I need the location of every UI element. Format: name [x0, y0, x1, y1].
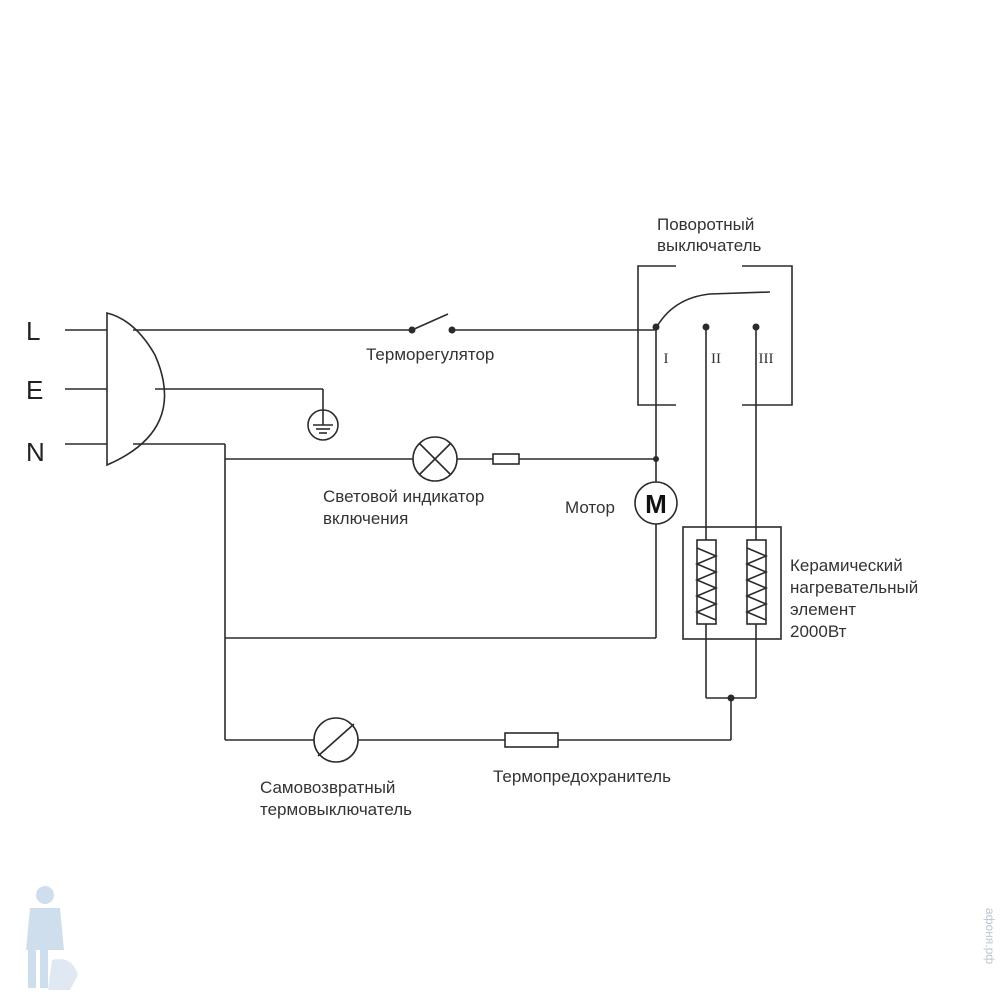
switch-position-1: I — [664, 351, 669, 367]
thermal-fuse-symbol — [504, 732, 559, 748]
switch-position-3: III — [759, 351, 774, 367]
heater-label-line1: Керамический — [790, 556, 903, 575]
terminal-e-label: E — [26, 375, 43, 405]
heater-label-line2: нагревательный — [790, 578, 918, 597]
thermostat-switch-symbol — [408, 313, 456, 334]
thermostat-label: Терморегулятор — [366, 345, 494, 364]
indicator-label-line1: Световой индикатор — [323, 487, 484, 506]
watermark-text: афоня.рф — [983, 908, 997, 964]
earth-line-wire — [155, 388, 324, 410]
indicator-label-line2: включения — [323, 509, 408, 528]
ground-icon — [307, 409, 339, 441]
plug-symbol — [65, 311, 166, 467]
rotary-switch-box — [637, 265, 793, 406]
thermal-fuse-label: Термопредохранитель — [493, 767, 671, 786]
heater-label-line4: 2000Вт — [790, 622, 847, 641]
terminal-n-label: N — [26, 437, 45, 467]
rotary-switch-contacts — [652, 291, 771, 540]
self-reset-thermal-switch-icon — [313, 717, 359, 763]
watermark-mascot-icon — [26, 886, 78, 990]
motor-icon: M — [634, 481, 678, 525]
indicator-resistor-symbol — [492, 453, 520, 465]
motor-symbol-letter: M — [645, 489, 667, 519]
rotary-switch-label-line1: Поворотный — [657, 215, 754, 234]
switch-position-2: II — [711, 351, 721, 367]
indicator-lamp-icon — [412, 436, 458, 482]
motor-label: Мотор — [565, 498, 615, 517]
rotary-switch-label-line2: выключатель — [657, 236, 762, 255]
self-reset-switch-label-line2: термовыключатель — [260, 800, 412, 819]
terminal-l-label: L — [26, 316, 40, 346]
heater-element-symbol — [682, 526, 782, 740]
self-reset-switch-label-line1: Самовозвратный — [260, 778, 395, 797]
n-line-wire — [133, 443, 657, 740]
heater-label-line3: элемент — [790, 600, 856, 619]
